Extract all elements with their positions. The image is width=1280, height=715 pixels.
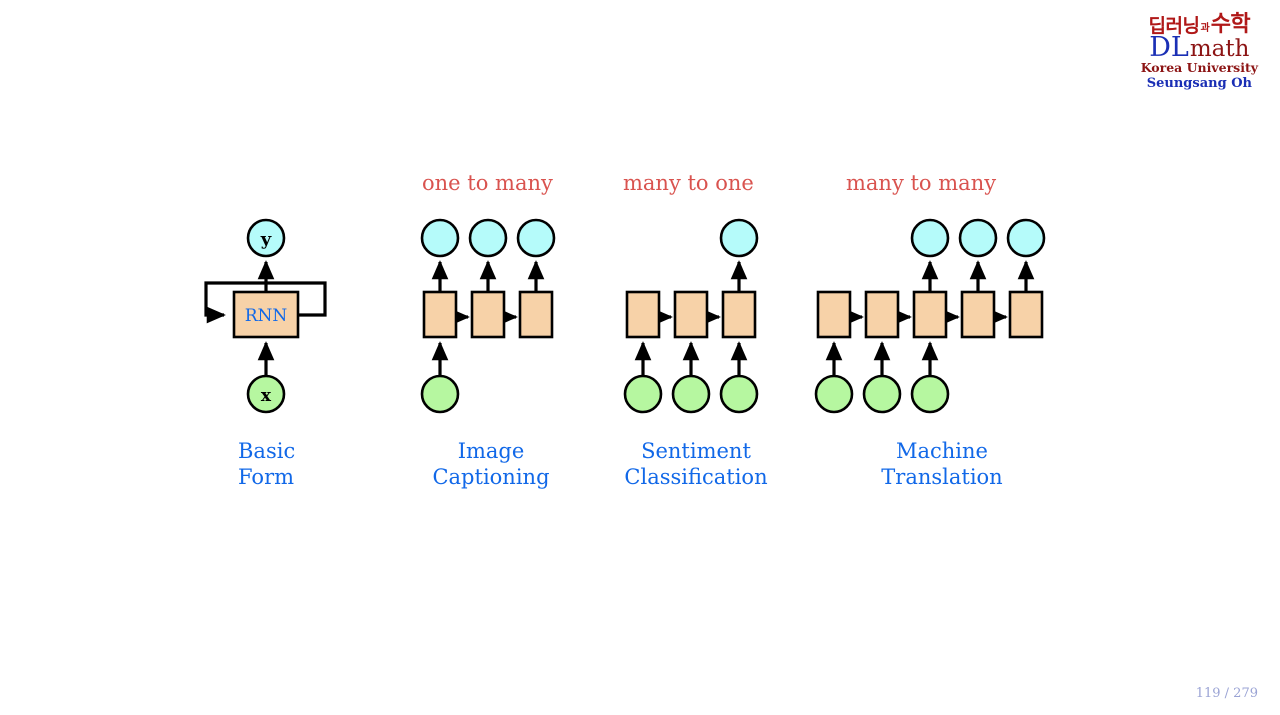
input-node-x-label: x bbox=[261, 386, 272, 406]
input-node-2 bbox=[671, 374, 711, 414]
cell-box-1 bbox=[422, 290, 458, 339]
output-node-1 bbox=[420, 218, 460, 258]
edge-recurrent-loop bbox=[204, 281, 327, 324]
input-node-3 bbox=[719, 374, 759, 414]
cell-box-1 bbox=[625, 290, 661, 339]
cell-box-2 bbox=[470, 290, 506, 339]
diagram-machine-translation bbox=[814, 218, 1046, 414]
rnn-cell-label: RNN bbox=[245, 306, 288, 326]
logo-brand-math: math bbox=[1189, 36, 1250, 62]
caption-machine-translation: Machine Translation bbox=[842, 438, 1042, 490]
logo-university: Korea University bbox=[1140, 60, 1258, 75]
cell-box-2 bbox=[673, 290, 709, 339]
output-node-2 bbox=[958, 218, 998, 258]
diagram-sentiment-classification bbox=[623, 218, 759, 414]
output-node-y-label: y bbox=[260, 229, 272, 250]
caption-basic-form-line1: Basic bbox=[238, 439, 296, 463]
caption-basic-form-line2: Form bbox=[238, 465, 295, 489]
cell-box-1 bbox=[816, 290, 852, 339]
cell-box-4 bbox=[960, 290, 996, 339]
logo-korean-and: 과 bbox=[1200, 23, 1210, 34]
caption-sentiment-classification-line1: Sentiment bbox=[641, 439, 751, 463]
output-node-3 bbox=[516, 218, 556, 258]
logo-brand-line: DL math bbox=[1141, 32, 1258, 63]
heading-many-to-many: many to many bbox=[846, 171, 997, 195]
cell-box-2 bbox=[864, 290, 900, 339]
cell-box-3 bbox=[518, 290, 554, 339]
rnn-cell-box bbox=[232, 290, 300, 339]
caption-sentiment-classification: Sentiment Classification bbox=[596, 438, 796, 490]
logo-brand-dl: DL bbox=[1149, 32, 1189, 63]
input-node-1 bbox=[623, 374, 663, 414]
page-indicator: 119 / 279 bbox=[1195, 686, 1258, 701]
caption-image-captioning-line1: Image bbox=[457, 439, 525, 463]
input-node-1 bbox=[420, 374, 460, 414]
output-node-1 bbox=[719, 218, 759, 258]
caption-sentiment-classification-line2: Classification bbox=[624, 465, 768, 489]
input-node-x bbox=[246, 374, 286, 414]
input-node-2 bbox=[862, 374, 902, 414]
caption-basic-form: Basic Form bbox=[238, 438, 295, 490]
diagram-basic-form: RNN x y bbox=[204, 218, 327, 414]
caption-image-captioning: Image Captioning bbox=[391, 438, 591, 490]
output-node-3 bbox=[1006, 218, 1046, 258]
heading-one-to-many: one to many bbox=[422, 171, 553, 195]
input-node-1 bbox=[814, 374, 854, 414]
caption-image-captioning-line2: Captioning bbox=[432, 465, 550, 489]
output-node-y bbox=[246, 218, 286, 258]
diagram-image-captioning bbox=[420, 218, 556, 414]
heading-many-to-one: many to one bbox=[623, 171, 754, 195]
input-node-3 bbox=[910, 374, 950, 414]
logo-korean-line: 딥러닝 과 수학 bbox=[1141, 12, 1258, 36]
caption-machine-translation-line1: Machine bbox=[896, 439, 988, 463]
output-node-1 bbox=[910, 218, 950, 258]
output-node-2 bbox=[468, 218, 508, 258]
dlmath-logo: 딥러닝 과 수학 DL math Korea University Seungs… bbox=[1141, 12, 1258, 90]
logo-author: Seungsang Oh bbox=[1146, 75, 1252, 91]
cell-box-3 bbox=[912, 290, 948, 339]
cell-box-3 bbox=[721, 290, 757, 339]
logo-korean-math: 수학 bbox=[1210, 12, 1251, 37]
logo-korean-deeplearning: 딥러닝 bbox=[1148, 15, 1200, 37]
cell-box-5 bbox=[1008, 290, 1044, 339]
caption-machine-translation-line2: Translation bbox=[881, 465, 1003, 489]
